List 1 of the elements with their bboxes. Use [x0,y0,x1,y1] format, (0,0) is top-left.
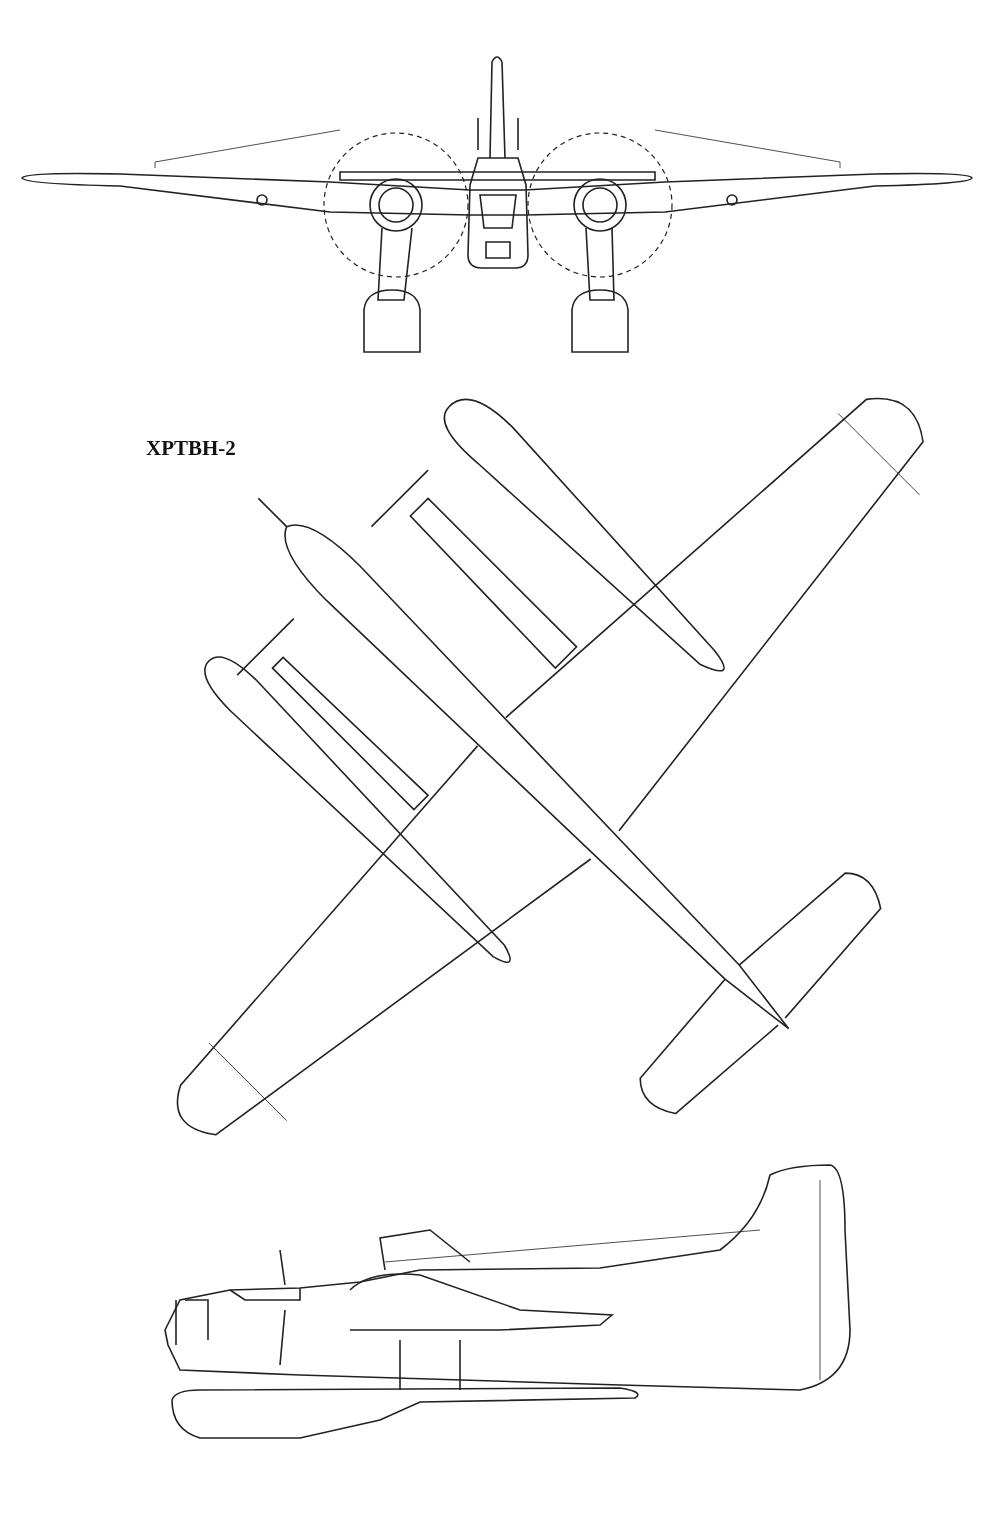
aircraft-designation: XPTBH-2 [146,436,236,461]
